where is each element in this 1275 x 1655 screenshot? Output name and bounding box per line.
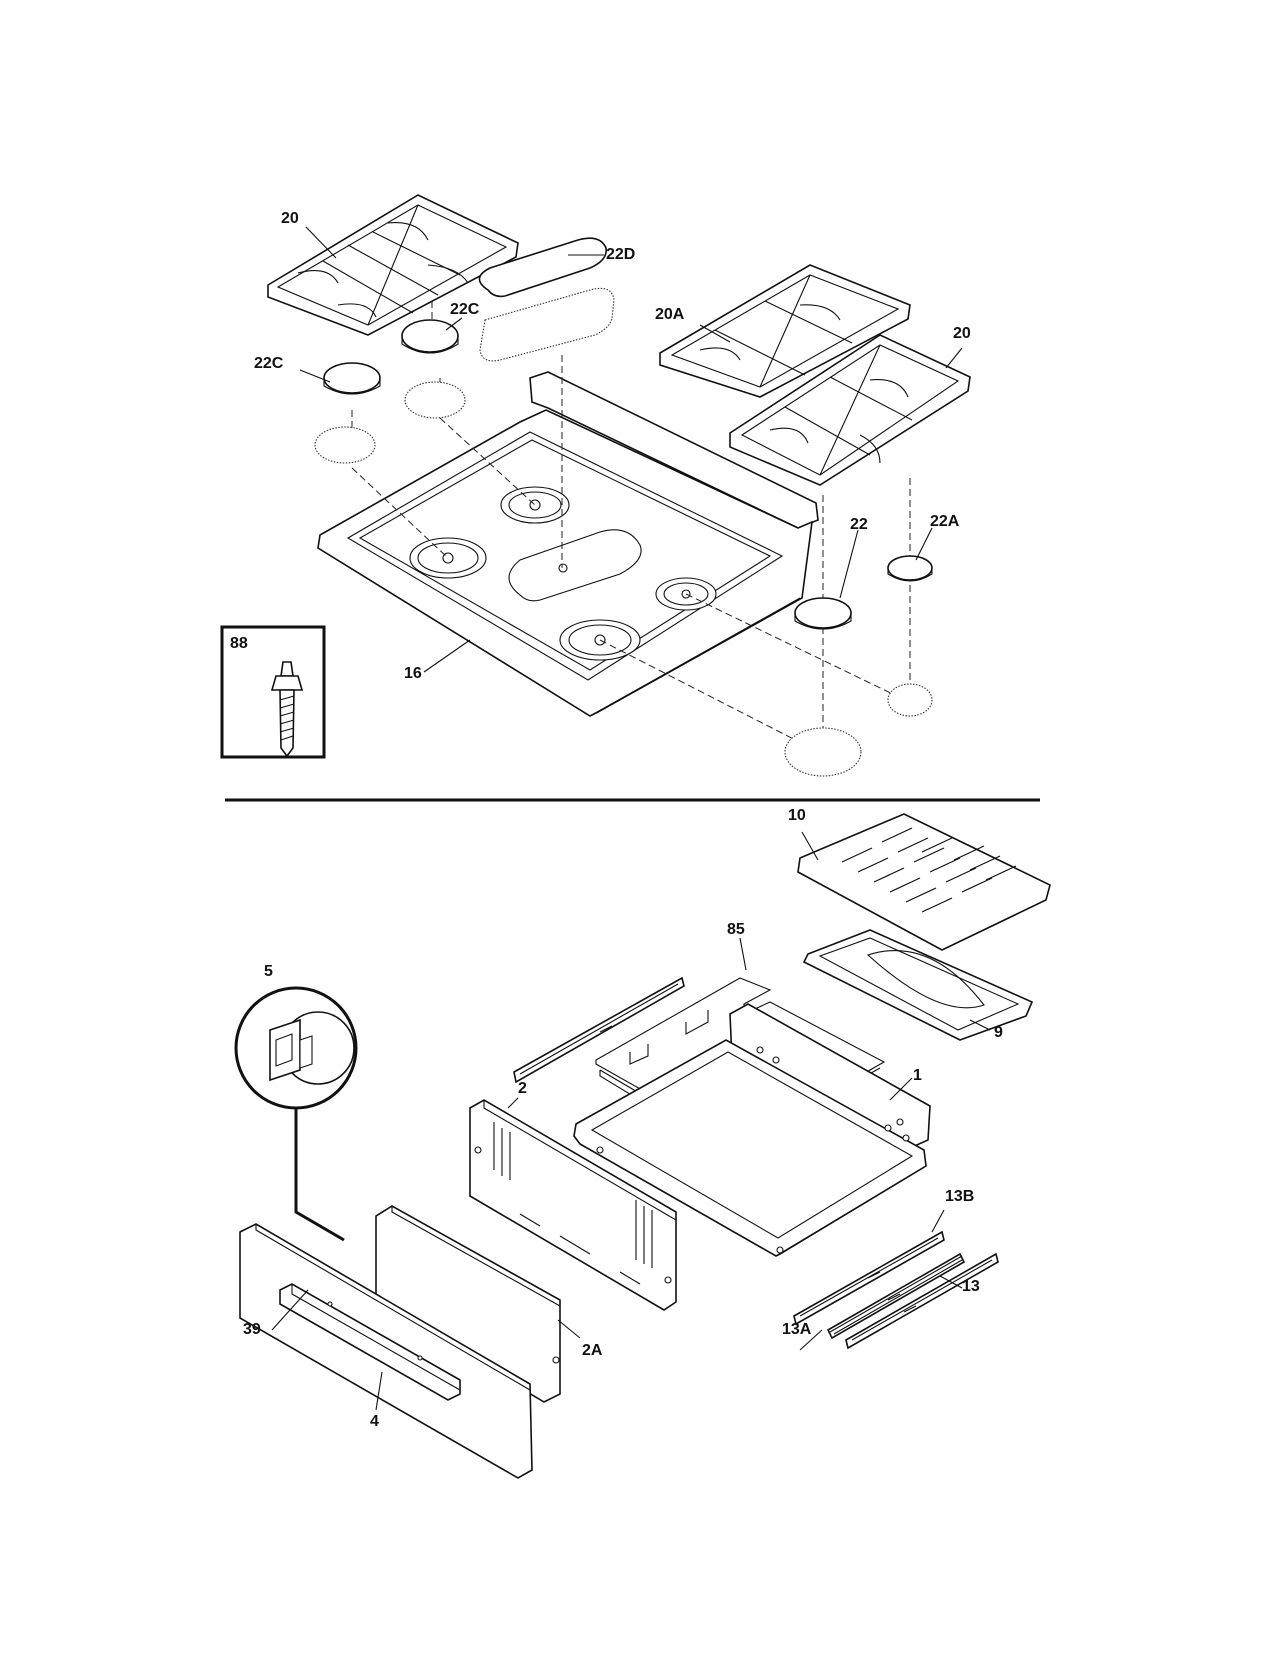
handle-39 — [279, 1283, 461, 1401]
side-rail-upper — [513, 976, 685, 1084]
label-88: 88 — [230, 635, 248, 652]
label-13B: 13B — [945, 1188, 975, 1205]
label-9: 9 — [994, 1024, 1003, 1041]
label-22A: 22A — [930, 513, 960, 530]
grate-left-20 — [267, 194, 519, 336]
cap-22A — [887, 555, 933, 717]
broiler-grid-10 — [797, 813, 1051, 951]
label-1: 1 — [913, 1067, 922, 1084]
label-39: 39 — [243, 1321, 261, 1338]
slide-13A — [826, 1252, 966, 1340]
label-22C-lower: 22C — [254, 355, 284, 372]
leader-lines — [271, 226, 991, 1411]
label-20-left: 20 — [281, 210, 299, 227]
cap-22C-lower — [314, 362, 381, 464]
label-13A: 13A — [782, 1321, 812, 1338]
label-22: 22 — [850, 516, 868, 533]
clip-detail-5 — [234, 986, 358, 1242]
slide-13 — [845, 1252, 999, 1350]
grate-right-20 — [729, 334, 971, 486]
grate-center-20A — [659, 264, 911, 398]
broiler-pan-9 — [802, 929, 1034, 1041]
label-22D: 22D — [606, 246, 636, 263]
label-85: 85 — [727, 921, 745, 938]
screw-inset-88 — [220, 625, 326, 759]
label-5: 5 — [264, 963, 273, 980]
cap-22D — [478, 237, 615, 362]
cap-22 — [784, 597, 862, 777]
label-22C-upper: 22C — [450, 301, 480, 318]
label-16: 16 — [404, 665, 422, 682]
cooktop-16 — [317, 371, 819, 717]
label-10: 10 — [788, 807, 806, 824]
label-4: 4 — [370, 1413, 379, 1430]
label-2: 2 — [518, 1080, 527, 1097]
label-20A: 20A — [655, 306, 685, 323]
drawer-body-1 — [573, 1003, 931, 1257]
slide-13B — [793, 1230, 945, 1326]
cap-22C-upper — [401, 319, 466, 419]
label-13: 13 — [962, 1278, 980, 1295]
label-2A: 2A — [582, 1342, 603, 1359]
label-20-right: 20 — [953, 325, 971, 342]
drawer-back-2 — [469, 1099, 677, 1311]
